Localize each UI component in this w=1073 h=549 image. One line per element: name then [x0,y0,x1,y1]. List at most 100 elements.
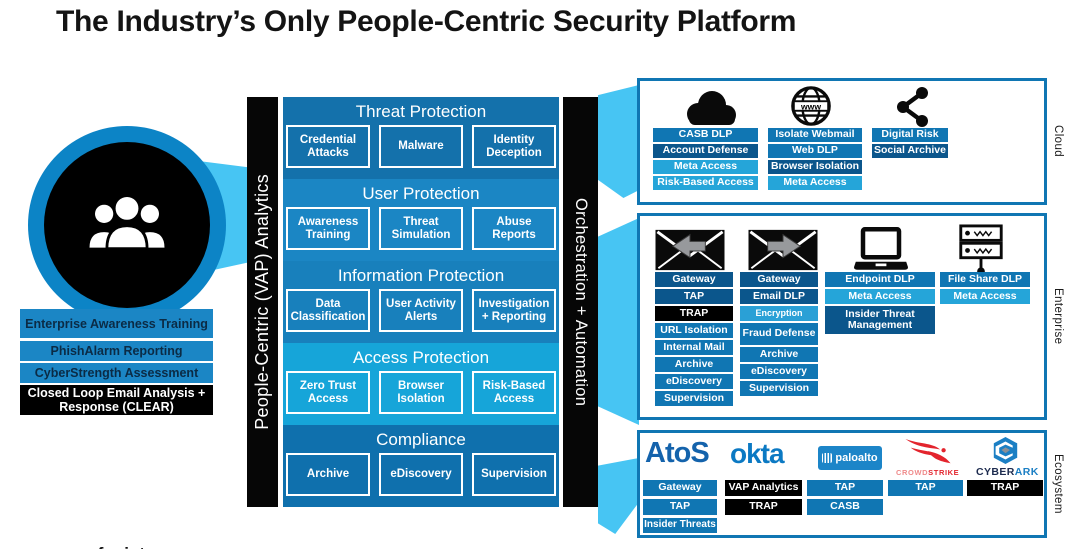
crowdstrike-logo-text: CROWD [896,468,929,477]
vap-analytics-label: People-Centric (VAP) Analytics [252,174,272,430]
section-title: Compliance [376,430,466,449]
crowdstrike-logo-text: STRIKE [928,468,960,477]
side-label-text: Cloud [1052,125,1064,158]
cloud-icon [678,87,742,134]
platform-box: Archive [286,453,370,496]
platform-box: Data Classification [286,289,370,332]
funnel-chip: Enterprise Awareness Training [20,309,213,338]
enterprise-side-label: Enterprise [1050,213,1066,420]
product-chip: TRAP [967,480,1043,496]
product-chip: Encryption [740,306,818,321]
product-chip: Meta Access [940,289,1030,304]
section-title: Access Protection [352,348,490,367]
people-circle [28,126,226,324]
product-chip: Isolate Webmail [768,128,862,142]
crowdstrike-logo: CROWDSTRIKE [896,468,959,477]
ecosystem-panel: AtoS okta paloalto CROWDSTRIKE [637,430,1047,538]
product-chip: Gateway [643,480,717,496]
product-chip: Supervision [655,391,733,406]
product-chip: URL Isolation [655,323,733,338]
proofpoint-logo: proofpoint. [60,544,150,549]
product-chip: Browser Isolation [768,160,862,174]
platform-box: Zero Trust Access [286,371,370,414]
section-threat-protection: Threat Protection Credential Attacks Mal… [283,97,559,179]
section-compliance: Compliance Archive eDiscovery Supervisio… [283,425,559,507]
product-chip: Social Archive [872,144,948,158]
product-chip: TAP [888,480,963,496]
product-chip: Meta Access [825,289,935,304]
platform-stack: Threat Protection Credential Attacks Mal… [283,97,559,507]
product-chip: eDiscovery [655,374,733,389]
product-chip: Gateway [740,272,818,287]
section-access-protection: Access Protection Zero Trust Access Brow… [283,343,559,425]
atos-logo: AtoS [645,437,710,469]
product-chip: VAP Analytics [725,480,802,496]
paloalto-logo: paloalto [818,446,882,470]
platform-box: Credential Attacks [286,125,370,168]
ecosystem-side-label: Ecosystem [1050,430,1066,538]
product-chip: Fraud Defense [740,323,818,345]
funnel-chip: CyberStrength Assessment [20,363,213,383]
platform-box: Investigation + Reporting [472,289,556,332]
okta-logo: okta [730,438,785,469]
product-chip: Supervision [740,381,818,396]
cyberark-cube-icon [992,436,1019,470]
product-chip: TRAP [725,499,802,515]
product-chip: Archive [655,357,733,372]
platform-box: Malware [379,125,463,168]
server-icon [958,224,1004,281]
page-title: The Industry’s Only People-Centric Secur… [56,5,797,38]
product-chip: Risk-Based Access [653,176,758,190]
platform-box: User Activity Alerts [379,289,463,332]
enterprise-panel: Gateway TAP TRAP URL Isolation Internal … [637,213,1047,420]
section-title: User Protection [362,184,480,203]
product-chip: Gateway [655,272,733,287]
funnel-chip: Closed Loop Email Analysis + Response (C… [20,385,213,415]
platform-box: Identity Deception [472,125,556,168]
outbound-mail-icon [748,227,818,278]
funnel-chip: PhishAlarm Reporting [20,341,213,361]
beam-to-ecosystem [598,458,639,534]
product-chip: Archive [740,347,818,362]
crowdstrike-falcon-icon [902,437,954,472]
funnel-chip-label: Enterprise Awareness Training [25,316,208,331]
product-chip: TAP [643,499,717,515]
funnel-chip-label: PhishAlarm Reporting [50,344,183,358]
cyberark-logo-text: CYBER [976,466,1015,478]
platform-box: Risk-Based Access [472,371,556,414]
product-chip: Insider Threats [643,518,717,533]
product-chip: CASB [807,499,883,515]
beam-to-cloud [598,85,639,198]
beam-to-enterprise [598,218,639,425]
product-chip: File Share DLP [940,272,1030,287]
people-circle-inner [44,142,210,308]
people-icon [81,191,173,260]
product-chip: Web DLP [768,144,862,158]
section-title: Information Protection [337,266,505,285]
side-label-text: Ecosystem [1052,454,1064,514]
platform-box: Abuse Reports [472,207,556,250]
product-chip: Account Defense [653,144,758,158]
laptop-icon [854,227,908,278]
product-chip: Meta Access [653,160,758,174]
platform-box: Threat Simulation [379,207,463,250]
section-title: Threat Protection [355,102,487,121]
funnel-chip-label: Closed Loop Email Analysis + Response (C… [27,386,206,414]
product-chip: Email DLP [740,289,818,304]
section-user-protection: User Protection Awareness Training Threa… [283,179,559,261]
section-information-protection: Information Protection Data Classificati… [283,261,559,343]
platform-box: Supervision [472,453,556,496]
product-chip: Digital Risk [872,128,948,142]
cloud-panel: www CASB DLP Account Defense Meta Access… [637,78,1047,205]
platform-box: Awareness Training [286,207,370,250]
inbound-mail-icon [655,227,725,278]
orchestration-bar: Orchestration + Automation [563,97,598,507]
svg-text:www: www [800,101,821,111]
product-chip: TRAP [655,306,733,321]
platform-box: eDiscovery [379,453,463,496]
product-chip: eDiscovery [740,364,818,379]
product-chip: TAP [807,480,883,496]
product-chip: Meta Access [768,176,862,190]
cyberark-logo-text: ARK [1014,466,1039,478]
